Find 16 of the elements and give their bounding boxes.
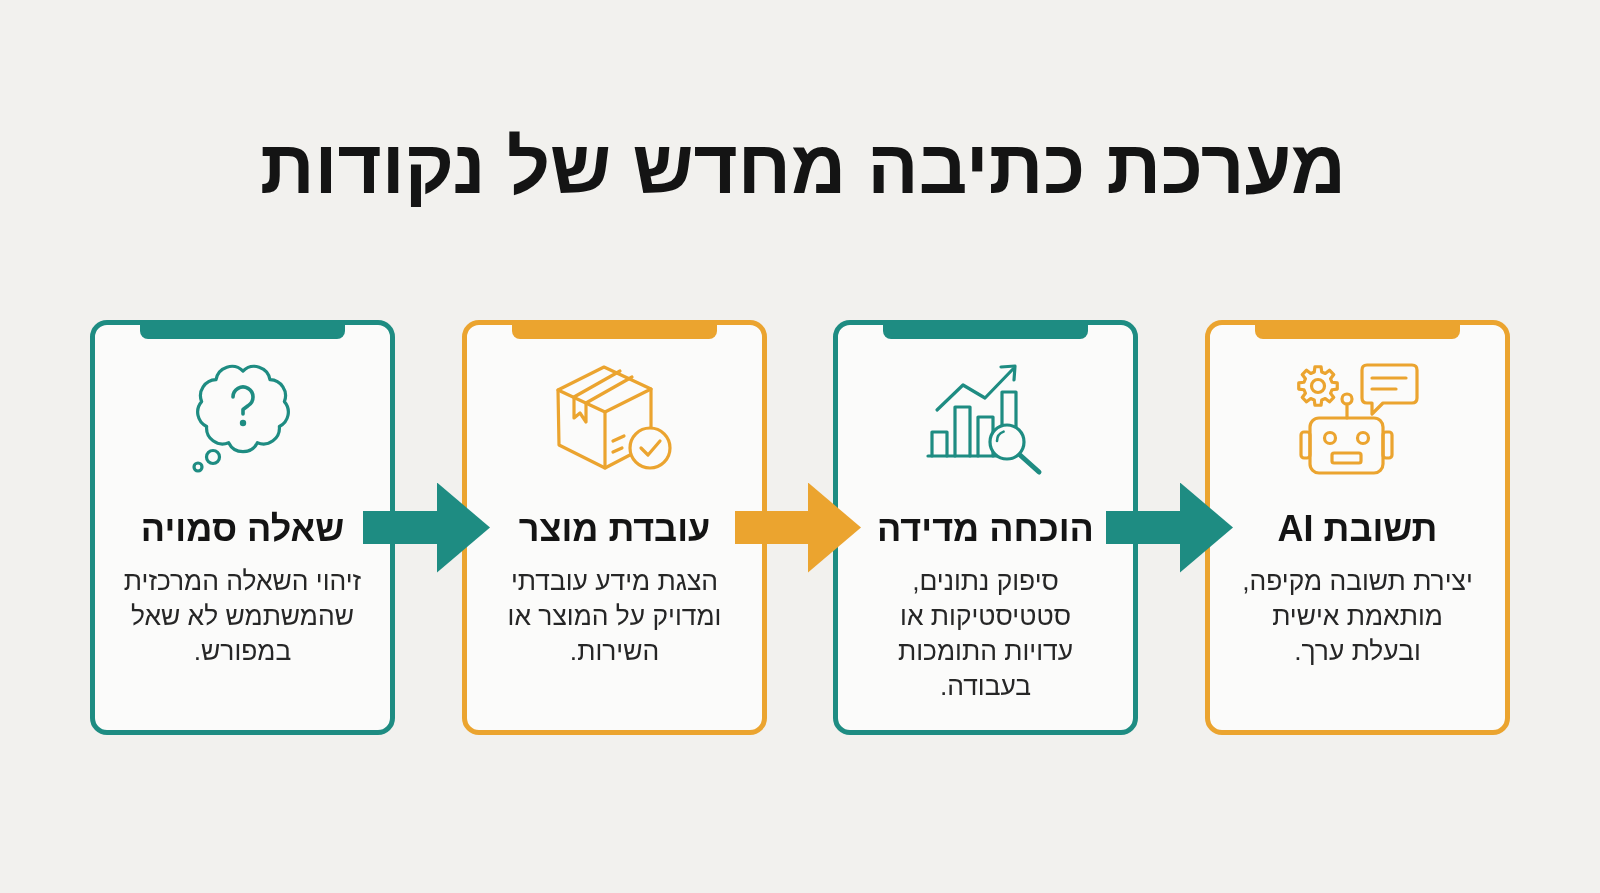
process-card: [462, 320, 767, 735]
card-text: סיפוק נתונים, סטטיסטיקות או עדויות התומכות בעבודה.: [897, 565, 1074, 703]
title: מערכת כתיבה מחדש של נקודות: [259, 129, 1347, 205]
arrow: [735, 482, 861, 573]
arrow: [363, 482, 490, 573]
process-card: [833, 320, 1138, 735]
card-title: הוכחה מדידה: [877, 511, 1094, 547]
card-text: הצגת מידע עובדתי ומדויק על המוצר או השירות.: [506, 565, 723, 668]
process-card: [90, 320, 395, 735]
card-text: זיהוי השאלה המרכזית שהמשתמש לא שאל במפורש.: [122, 565, 363, 668]
card-title: שאלה סמויה: [140, 511, 345, 547]
card-title: תשובת AI: [1277, 511, 1438, 547]
process-card: [1205, 320, 1510, 735]
arrow: [1106, 482, 1233, 573]
card-text: יצירת תשובה מקיפה, מותאמת אישית ובעלת ערך.: [1241, 565, 1474, 668]
card-title: עובדת מוצר: [518, 511, 711, 547]
